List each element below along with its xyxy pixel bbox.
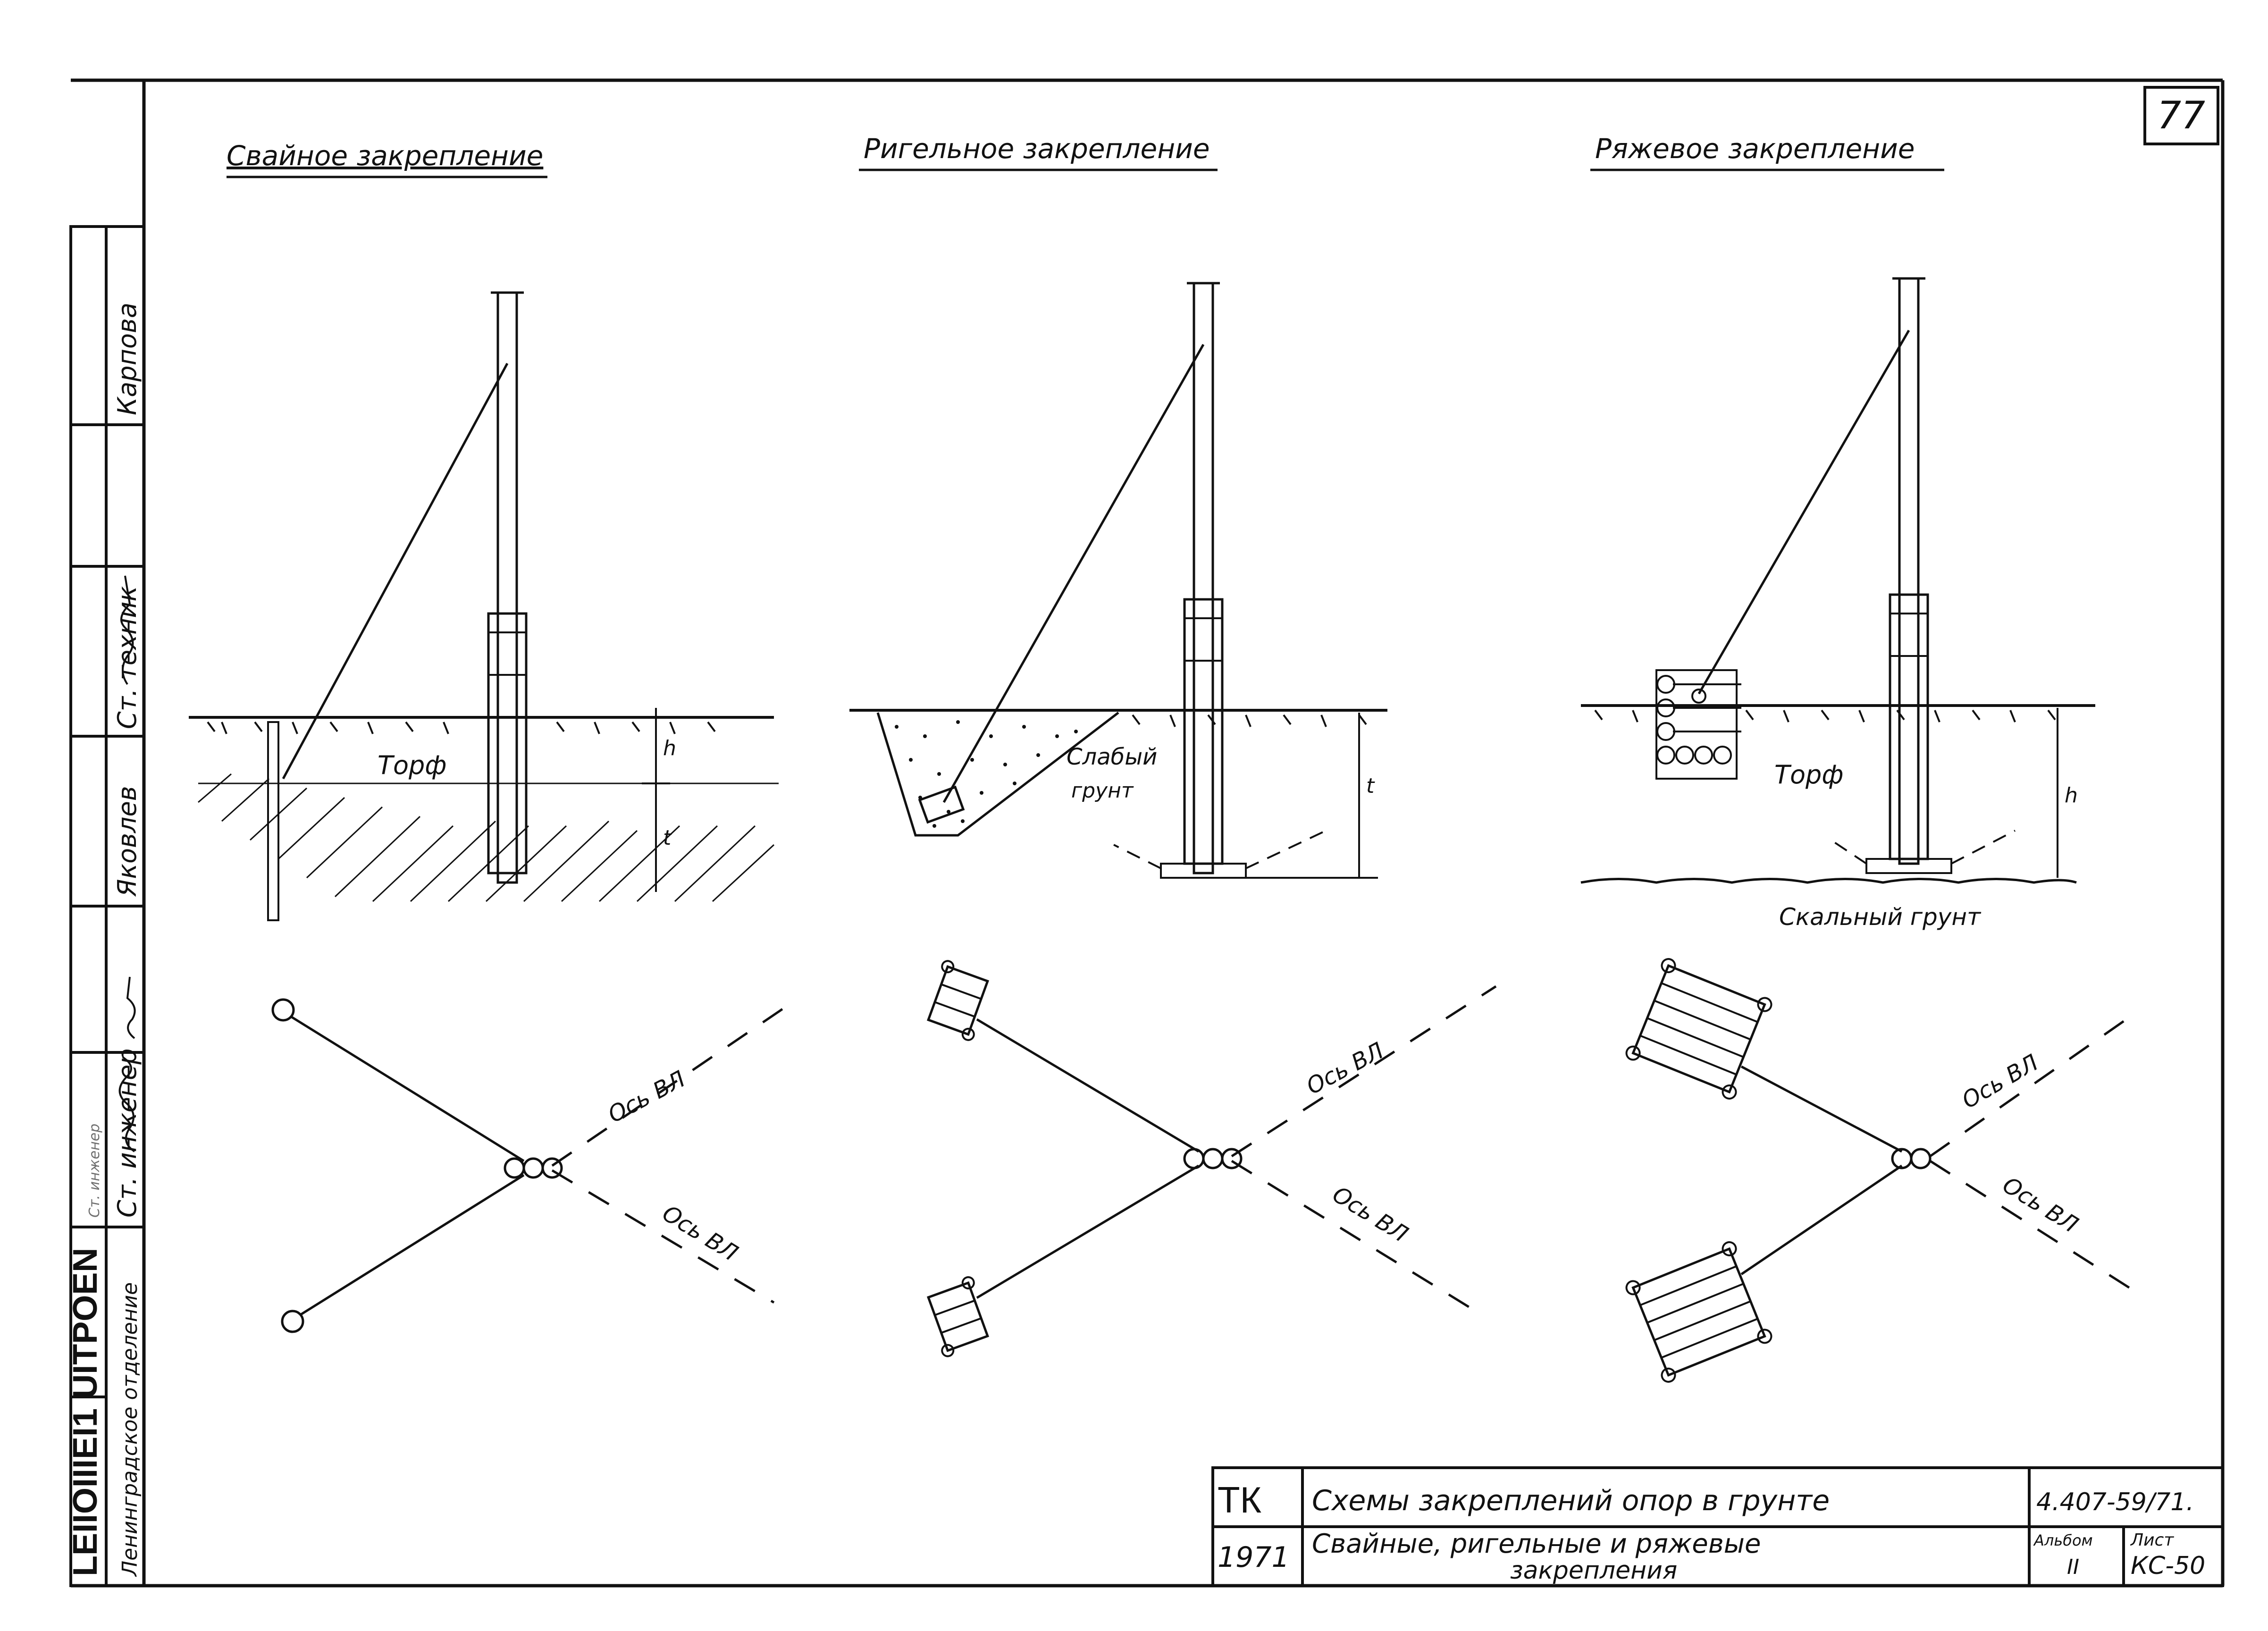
stamp-role-top: Ст. инженер — [86, 1124, 103, 1218]
title-sheet-label: Лист — [2130, 1530, 2174, 1550]
title-line-2: Свайные, ригельные и ряжевые — [1312, 1529, 1761, 1559]
panel-2-axis-upper: Ось ВЛ — [1302, 1037, 1388, 1100]
plan-view-2: Ось ВЛ Ось ВЛ — [926, 960, 1497, 1357]
panel-1-title: Свайное закрепление — [227, 140, 543, 172]
title-line-1: Схемы закреплений опор в грунте — [1312, 1484, 1830, 1517]
anchor-crossbar — [918, 785, 965, 824]
anchor-block-lower — [926, 1276, 990, 1357]
stamp-department: Ленинградское отделение — [118, 1282, 142, 1577]
panel-3-dim-h: h — [2065, 783, 2078, 807]
panel-crib-anchoring: Ряжевое закрепление — [1580, 133, 2139, 1383]
crib — [1655, 669, 1741, 780]
panel-2-soil-label-2: грунт — [1071, 779, 1134, 803]
pole-1 — [496, 291, 518, 884]
title-line-3: закрепления — [1510, 1556, 1677, 1585]
panel-3-title: Ряжевое закрепление — [1595, 133, 1915, 165]
side-stamp: LEIIOIIIEI1 UITPOEN Ленинградское отделе… — [67, 225, 145, 1587]
panel-1-soil-label: Торф — [378, 750, 446, 780]
panel-3-soil-label: Торф — [1774, 760, 1843, 790]
stay-wire-1 — [282, 362, 509, 780]
panel-3-axis-lower: Ось ВЛ — [1998, 1172, 2083, 1238]
anchor-block-upper — [926, 960, 990, 1041]
panel-1-axis-upper: Ось ВЛ — [604, 1066, 689, 1128]
signature-3 — [126, 976, 136, 1039]
rock-base — [1580, 878, 2077, 884]
signature-2 — [118, 1056, 135, 1152]
trench — [876, 712, 1119, 837]
title-sheet-value: КС-50 — [2131, 1552, 2205, 1580]
title-album-label: Альбом — [2033, 1531, 2093, 1549]
stamp-name-karpova: Карпова — [112, 303, 142, 415]
panel-crossbar-anchoring: Ригельное закрепление Слабый грунт — [849, 133, 1497, 1357]
panel-pile-anchoring: Свайное закрепление Торф h t — [189, 140, 789, 1333]
pole-2 — [1193, 282, 1214, 874]
panel-3-base-label: Скальный грунт — [1779, 903, 1982, 931]
panel-3-axis-upper: Ось ВЛ — [1957, 1050, 2043, 1114]
title-block: ТК 1971 Схемы закреплений опор в грунте … — [1211, 1466, 2224, 1587]
panel-2-dim-t: t — [1366, 774, 1375, 798]
stay-wire-2 — [942, 344, 1205, 803]
page-number: 77 — [2157, 93, 2205, 137]
panel-1-dim-h: h — [663, 736, 676, 760]
plan-view-1: Ось ВЛ Ось ВЛ — [271, 998, 789, 1333]
panel-2-axis-lower: Ось ВЛ — [1328, 1181, 1413, 1248]
pole-3 — [1898, 277, 1920, 865]
panel-1-dim-t: t — [663, 826, 672, 850]
panel-2-soil-label-1: Слабый — [1067, 744, 1157, 770]
stamp-org-title: LEIIOIIIEI1 UITPOEN — [67, 1248, 104, 1576]
base-crossbar — [1160, 863, 1247, 879]
crib-block-upper — [1625, 958, 1772, 1100]
panel-1-axis-lower: Ось ВЛ — [658, 1200, 743, 1267]
stay-wire-3 — [1697, 329, 1910, 695]
panel-2-title: Ригельное закрепление — [864, 133, 1210, 165]
crib-block-lower — [1625, 1241, 1772, 1383]
weak-soil-dots — [895, 720, 1078, 828]
anchor-pile — [267, 721, 279, 921]
plan-view-3: Ось ВЛ Ось ВЛ — [1625, 958, 2139, 1383]
title-album-value: II — [2067, 1555, 2079, 1579]
title-doc-number: 4.407-59/71. — [2036, 1488, 2194, 1516]
stamp-name-yakovlev: Яковлев — [112, 786, 142, 897]
title-org-code: ТК — [1218, 1479, 1261, 1521]
page-number-box: 77 — [2143, 86, 2219, 145]
title-year: 1971 — [1218, 1541, 1290, 1574]
signature-1 — [120, 575, 134, 685]
